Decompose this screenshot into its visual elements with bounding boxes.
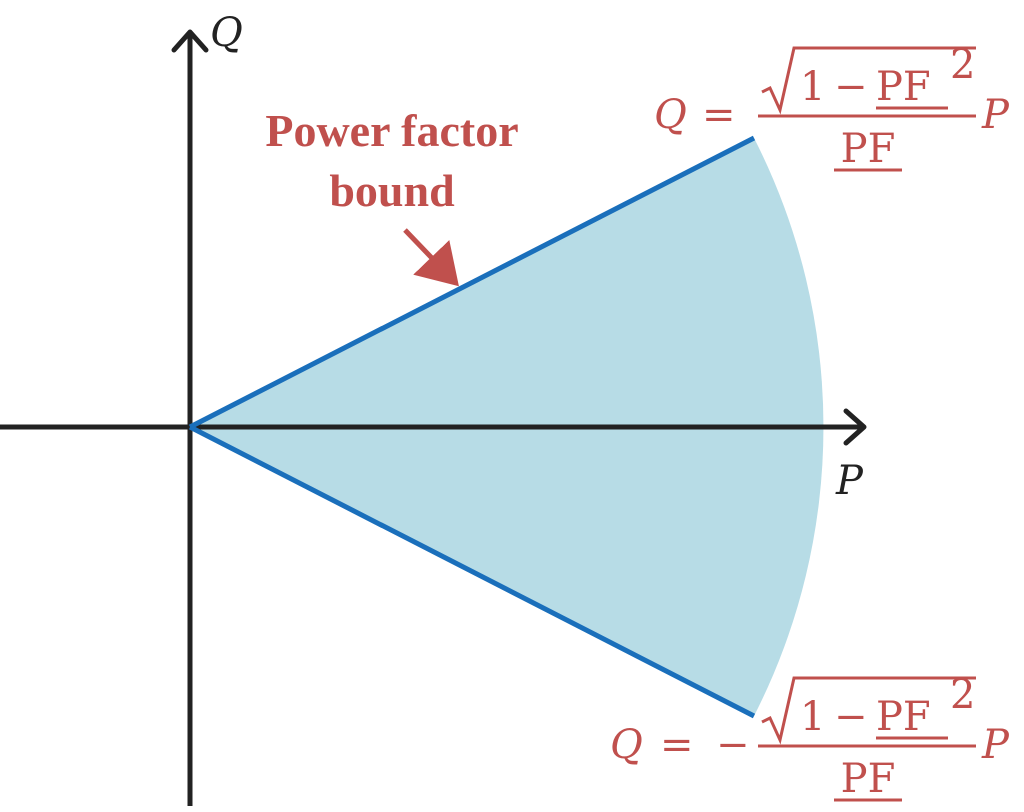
upper-eq-num-pf: PF: [876, 64, 931, 110]
lower-eq-num-pf: PF: [876, 694, 931, 740]
upper-eq-equals: =: [702, 92, 736, 138]
q-axis-label: Q: [210, 10, 243, 56]
upper-eq-sqrt-icon: [761, 46, 976, 115]
lower-eq-num-exp: 2: [950, 672, 975, 718]
upper-eq-num-one: 1: [800, 64, 825, 110]
lower-eq-minus: −: [716, 722, 750, 768]
upper-eq-num-op: −: [834, 64, 868, 110]
lower-bound-line: [188, 424, 756, 719]
annotation-line1: Power factor: [265, 105, 518, 156]
q-axis-arrowhead-icon: [171, 29, 209, 53]
lower-eq-rhs: P: [981, 722, 1010, 768]
upper-eq-lhs: Q: [654, 92, 687, 138]
lower-eq-den: PF: [841, 756, 896, 802]
p-axis-arrowhead-icon: [843, 408, 867, 446]
upper-eq-num-exp: 2: [950, 42, 975, 88]
annotation-line2: bound: [329, 165, 455, 216]
lower-eq-num-op: −: [834, 694, 868, 740]
lower-eq-equals: =: [660, 722, 694, 768]
lower-bound-equation: Q = − 1 − PF 2 PF P: [610, 672, 1010, 802]
lower-eq-lhs: Q: [610, 722, 643, 768]
p-axis-label: P: [835, 458, 864, 504]
annotation-arrow-icon: [403, 228, 459, 287]
upper-bound-equation: Q = 1 − PF 2 PF P: [654, 42, 1010, 172]
lower-eq-num-one: 1: [800, 694, 825, 740]
upper-bound-line: [188, 135, 756, 430]
upper-eq-rhs: P: [981, 92, 1010, 138]
upper-eq-den: PF: [841, 126, 896, 172]
lower-eq-sqrt-icon: [761, 676, 976, 745]
